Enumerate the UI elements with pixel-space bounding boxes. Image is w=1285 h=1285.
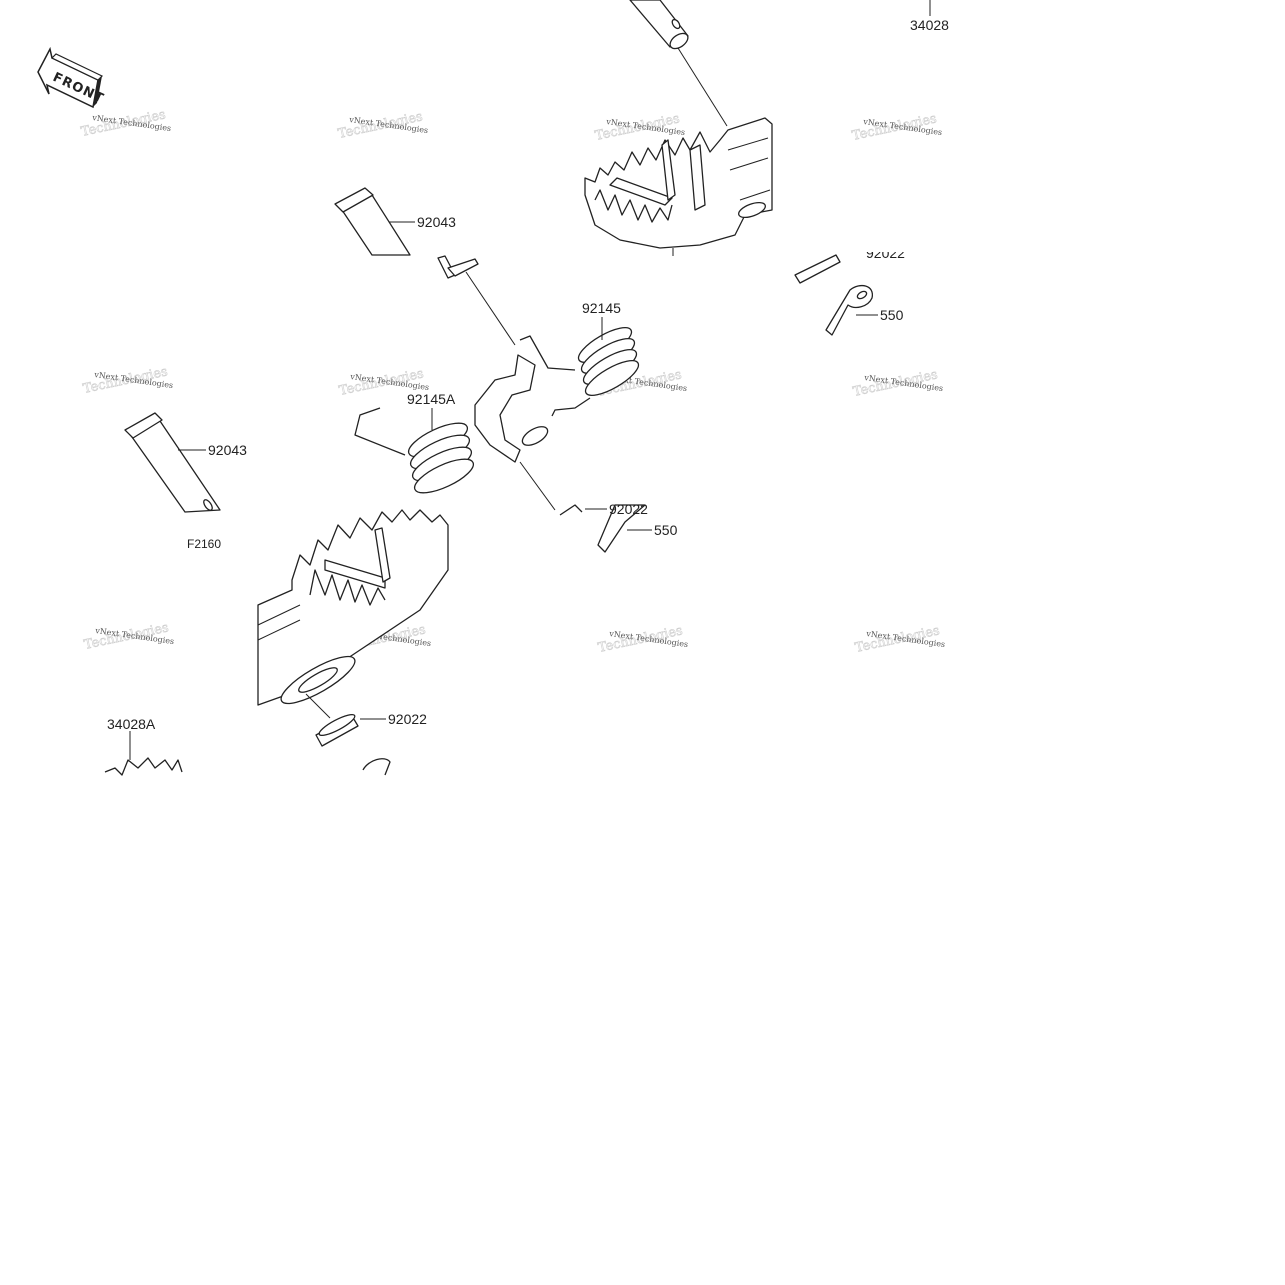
part-label-92043-left: 92043 bbox=[208, 442, 247, 458]
bracket-center bbox=[474, 354, 549, 463]
washer-92022-mid bbox=[559, 504, 583, 516]
pin-92043-top bbox=[334, 187, 411, 256]
part-label-550-mid: 550 bbox=[654, 522, 678, 538]
cotter-pin-bottom-fragment bbox=[362, 758, 391, 776]
part-label-92145: 92145 bbox=[582, 300, 621, 316]
washer-92022-bottom bbox=[315, 713, 359, 747]
pin-92043-left bbox=[124, 412, 221, 513]
part-label-34028: 34028 bbox=[910, 17, 949, 33]
pin-top-right bbox=[629, 0, 689, 50]
footpeg-lower-left bbox=[257, 509, 449, 706]
front-arrow-icon: FRONT bbox=[37, 46, 106, 109]
part-label-550-top: 550 bbox=[880, 307, 904, 323]
cotter-pin-550-top bbox=[825, 284, 873, 336]
part-label-92022-bottom: 92022 bbox=[388, 711, 427, 727]
part-34028A-fragment bbox=[104, 757, 183, 776]
washer-92022-top bbox=[794, 254, 841, 284]
part-label-92145A: 92145A bbox=[407, 391, 456, 407]
spring-92145A bbox=[354, 407, 475, 494]
cotter-pin-550-mid bbox=[597, 504, 646, 553]
part-label-34028A: 34028A bbox=[107, 716, 156, 732]
part-label-92022-mid: 92022 bbox=[609, 501, 648, 517]
footpeg-upper-right bbox=[584, 117, 773, 256]
part-label-92043-top: 92043 bbox=[417, 214, 456, 230]
washer-small-top bbox=[437, 255, 479, 279]
part-label-92022-top: 92022 bbox=[866, 245, 905, 261]
figure-code-F2160: F2160 bbox=[187, 537, 221, 551]
spring-92145 bbox=[519, 327, 640, 417]
